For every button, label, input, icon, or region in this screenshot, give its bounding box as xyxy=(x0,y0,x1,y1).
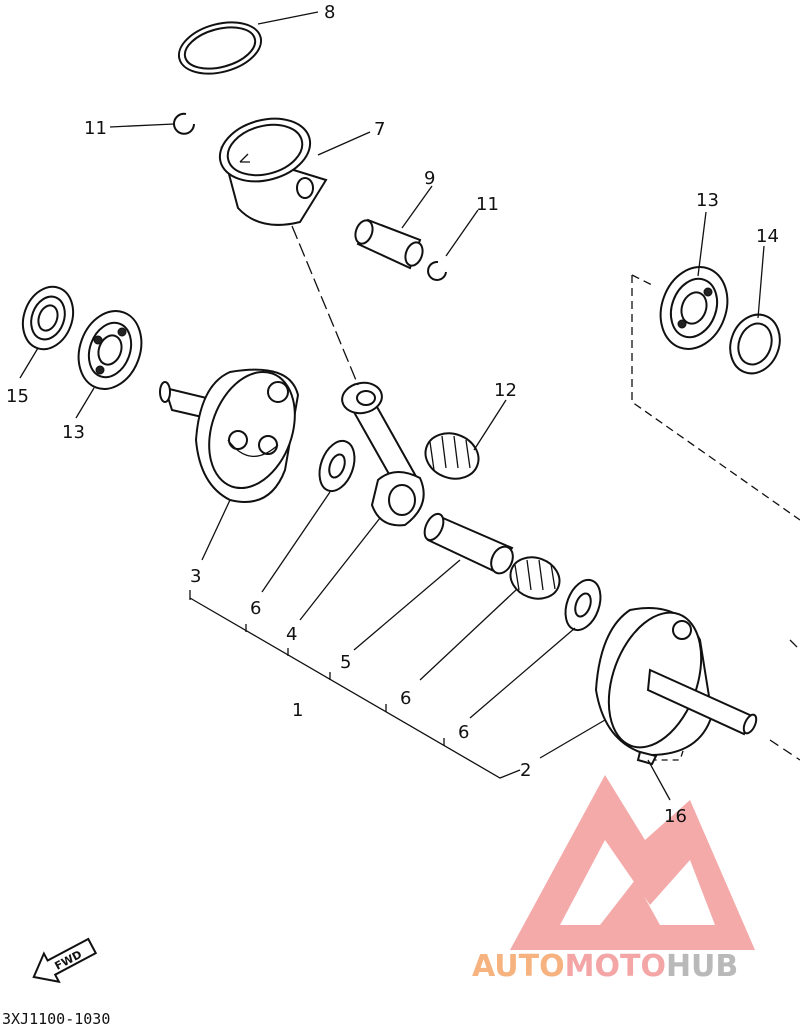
thrust-washer-right xyxy=(564,578,602,632)
piston xyxy=(218,117,328,226)
crank-right xyxy=(594,607,758,757)
callout-11-lower: 11 xyxy=(476,194,499,215)
piston-ring xyxy=(177,21,263,75)
connecting-rod xyxy=(341,381,425,527)
circlip-upper xyxy=(173,112,195,135)
diagram-code: 3XJ1100-1030 xyxy=(2,1010,110,1028)
callout-6-left: 6 xyxy=(250,598,261,619)
piston-pin xyxy=(354,218,424,270)
callout-6-right: 6 xyxy=(458,722,469,743)
callout-2: 2 xyxy=(520,760,531,781)
callout-12: 12 xyxy=(494,380,517,401)
oil-seal-right xyxy=(729,313,781,375)
callout-13-right: 13 xyxy=(696,190,719,211)
crank-left xyxy=(159,368,300,503)
callout-13-left: 13 xyxy=(62,422,85,443)
callout-9: 8 xyxy=(324,2,335,23)
bearing-left xyxy=(77,310,143,390)
callout-3: 3 xyxy=(190,566,201,587)
callout-16: 16 xyxy=(664,806,687,827)
callout-4: 4 xyxy=(286,624,297,645)
callout-7: 6 xyxy=(400,688,411,709)
fwd-arrow: FWD xyxy=(32,937,98,984)
oil-seal-left xyxy=(21,285,75,351)
woodruff-key xyxy=(636,750,658,766)
leader-lines xyxy=(19,11,765,801)
callout-10: 9 xyxy=(424,168,435,189)
thrust-washer-left xyxy=(318,439,356,493)
callout-5: 5 xyxy=(340,652,351,673)
crank-pin xyxy=(423,512,514,575)
callout-15: 15 xyxy=(6,386,29,407)
callout-8: 7 xyxy=(374,119,385,140)
circlip-lower xyxy=(427,260,447,281)
watermark-text: AUTOMOTOHUB xyxy=(472,949,738,984)
needle-bearing-small xyxy=(424,432,480,480)
watermark-logo xyxy=(510,775,755,950)
callout-11-upper: 11 xyxy=(84,118,107,139)
callout-labels: 8 11 7 9 11 13 14 15 13 12 3 6 4 5 1 6 6… xyxy=(6,2,779,827)
needle-bearing-big xyxy=(509,556,561,600)
callout-14: 14 xyxy=(756,226,779,247)
callout-1: 1 xyxy=(292,700,303,721)
bearing-right xyxy=(659,266,729,350)
assembly-bracket xyxy=(189,274,800,779)
